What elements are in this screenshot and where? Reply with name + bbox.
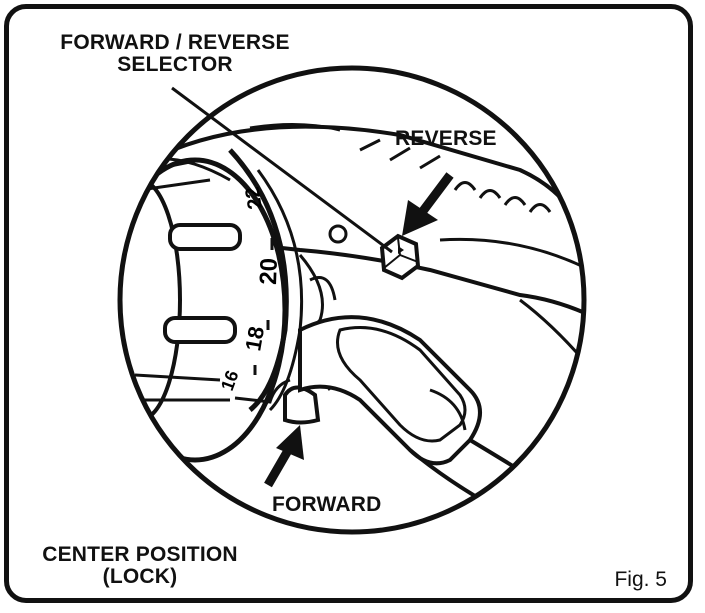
trigger xyxy=(283,385,321,425)
dial-number: 22 xyxy=(241,185,267,211)
forward-arrow-icon xyxy=(264,425,304,488)
selector-leader-line xyxy=(171,86,393,254)
figure-caption: Fig. 5 xyxy=(614,568,667,591)
forward-label: FORWARD xyxy=(272,493,382,516)
center-label-line2: (LOCK) xyxy=(102,565,178,589)
reverse-arrow-icon xyxy=(402,172,454,236)
selector-label: FORWARD / REVERSE SELECTOR xyxy=(30,31,320,77)
dial-number: 18 xyxy=(240,324,269,352)
dial-number: 20 xyxy=(255,258,283,286)
center-label-line1: CENTER POSITION xyxy=(42,543,238,566)
magnifier-circle xyxy=(117,65,587,535)
selector-knob xyxy=(379,233,421,281)
reverse-label: REVERSE xyxy=(395,127,497,150)
selector-label-line2: SELECTOR xyxy=(117,53,233,77)
drill-closeup: 16 18 20 22 xyxy=(120,122,584,532)
clutch-ring xyxy=(228,148,289,412)
center-position-label: CENTER POSITION (LOCK) xyxy=(20,543,260,589)
selector-label-line1: FORWARD / REVERSE xyxy=(60,31,290,54)
